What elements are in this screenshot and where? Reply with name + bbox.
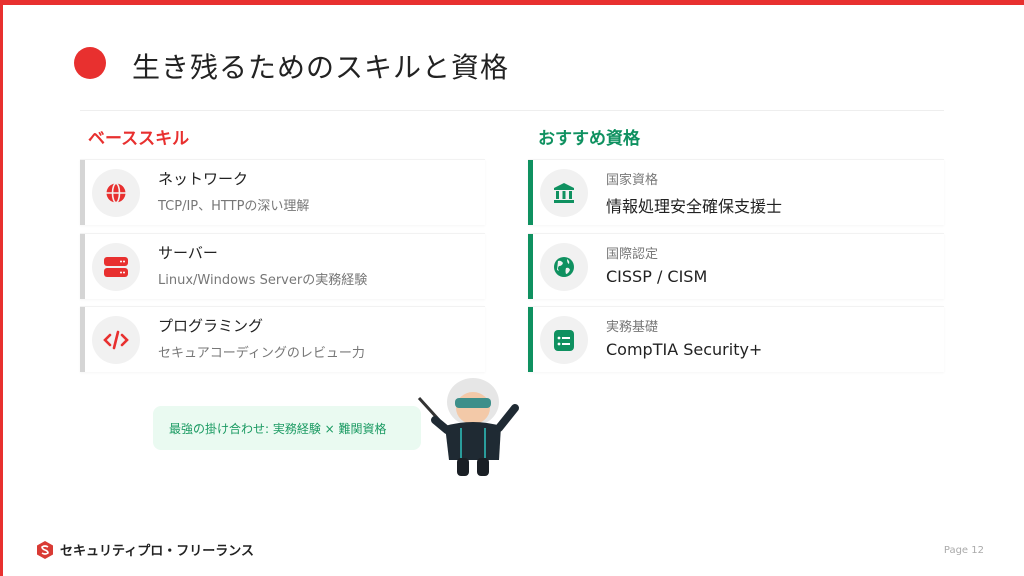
cert-card-national: 国家資格 情報処理安全確保支援士 bbox=[528, 159, 944, 225]
globe-icon bbox=[92, 169, 140, 217]
card-bar bbox=[528, 234, 533, 299]
skill-card-server: サーバー Linux/Windows Serverの実務経験 bbox=[80, 233, 485, 299]
cert-category: 実務基礎 bbox=[606, 320, 659, 335]
mascot-illustration bbox=[415, 368, 535, 480]
cert-name: CompTIA Security+ bbox=[606, 340, 763, 359]
skill-desc: Linux/Windows Serverの実務経験 bbox=[158, 273, 368, 288]
page-number: Page 12 bbox=[943, 545, 984, 556]
card-bar bbox=[528, 160, 533, 225]
card-bar bbox=[80, 234, 85, 299]
title-bullet bbox=[74, 47, 106, 79]
top-accent-bar bbox=[0, 0, 1024, 5]
code-icon bbox=[92, 316, 140, 364]
recommended-certs-heading: おすすめ資格 bbox=[538, 129, 640, 149]
earth-icon bbox=[540, 243, 588, 291]
server-icon bbox=[92, 243, 140, 291]
highlight-note: 最強の掛け合わせ: 実務経験 × 難関資格 bbox=[153, 406, 421, 450]
skill-desc: TCP/IP、HTTPの深い理解 bbox=[158, 199, 310, 214]
skill-title: サーバー bbox=[158, 244, 218, 262]
cert-card-practical: 実務基礎 CompTIA Security+ bbox=[528, 306, 944, 372]
card-bar bbox=[80, 160, 85, 225]
skill-card-network: ネットワーク TCP/IP、HTTPの深い理解 bbox=[80, 159, 485, 225]
landmark-icon bbox=[540, 169, 588, 217]
divider bbox=[80, 110, 944, 111]
skill-title: プログラミング bbox=[158, 317, 264, 335]
brand-logo-icon bbox=[37, 540, 53, 559]
cert-name: CISSP / CISM bbox=[606, 267, 708, 286]
cert-card-international: 国際認定 CISSP / CISM bbox=[528, 233, 944, 299]
cert-category: 国際認定 bbox=[606, 247, 659, 262]
cert-category: 国家資格 bbox=[606, 173, 659, 188]
brand-logo: セキュリティプロ・フリーランス bbox=[36, 540, 254, 559]
cert-name: 情報処理安全確保支援士 bbox=[606, 197, 783, 216]
base-skills-heading: ベーススキル bbox=[88, 129, 190, 149]
card-bar bbox=[80, 307, 85, 372]
left-accent-bar bbox=[0, 0, 3, 576]
brand-name: セキュリティプロ・フリーランス bbox=[60, 544, 254, 559]
card-bar bbox=[528, 307, 533, 372]
clipboard-list-icon bbox=[540, 316, 588, 364]
page-title: 生き残るためのスキルと資格 bbox=[132, 51, 510, 84]
skill-desc: セキュアコーディングのレビュー力 bbox=[158, 346, 365, 361]
skill-card-programming: プログラミング セキュアコーディングのレビュー力 bbox=[80, 306, 485, 372]
skill-title: ネットワーク bbox=[158, 170, 249, 188]
